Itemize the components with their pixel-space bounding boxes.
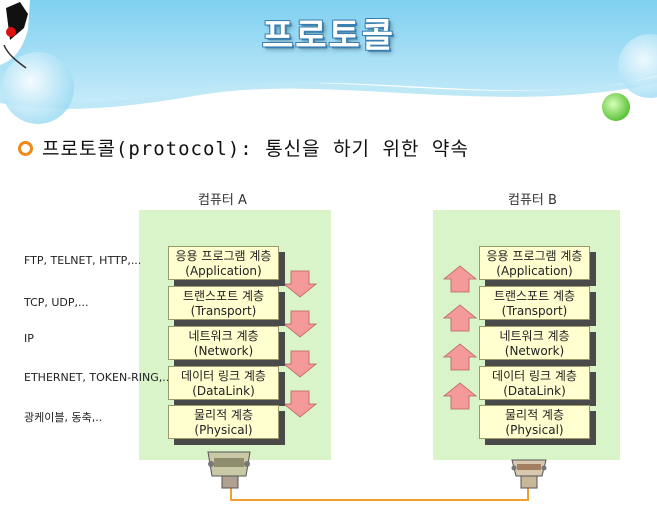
connector-b-icon (512, 460, 547, 488)
network-cable (231, 486, 528, 500)
connector-a-icon (208, 452, 250, 488)
